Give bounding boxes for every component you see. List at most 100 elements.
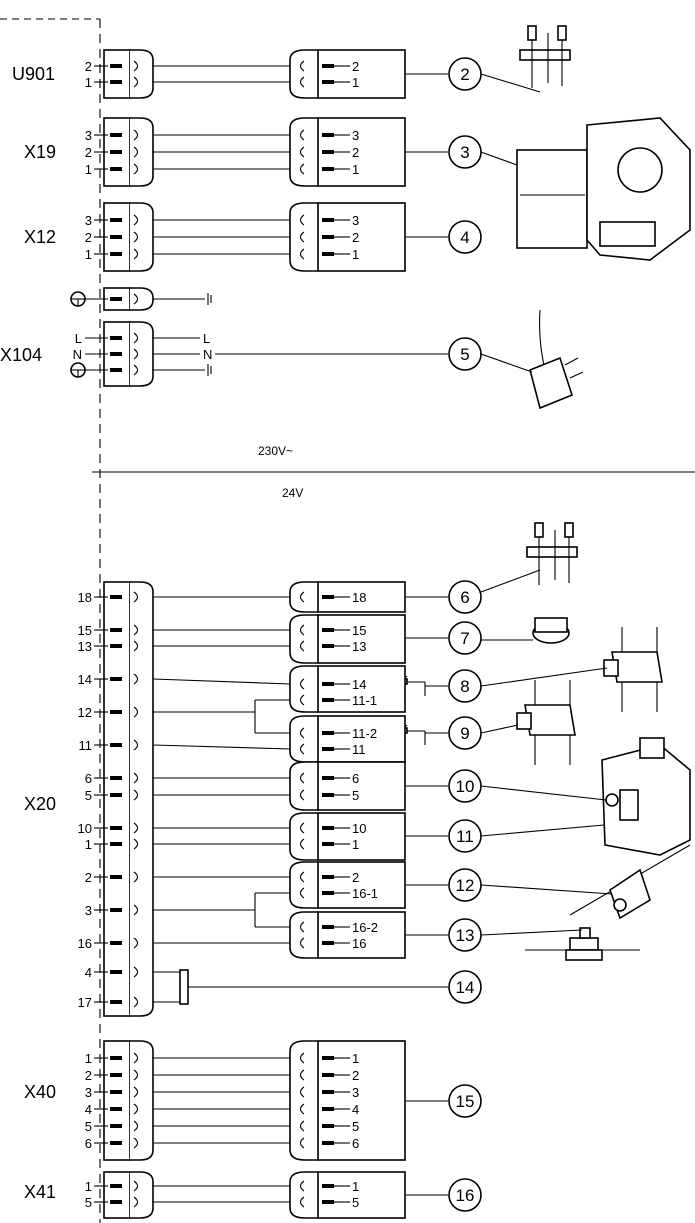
pin-label: 2 bbox=[85, 230, 92, 245]
plug-contact bbox=[322, 1056, 334, 1060]
pin-contact bbox=[110, 1141, 122, 1145]
plug-pin-label: 2 bbox=[352, 59, 359, 74]
plug-pin-label: 3 bbox=[352, 1085, 359, 1100]
pin-contact bbox=[110, 595, 122, 599]
plug-contact bbox=[322, 1090, 334, 1094]
connector-housing bbox=[130, 581, 154, 1017]
pin-socket bbox=[133, 348, 139, 360]
pin-socket bbox=[133, 624, 139, 636]
plug-pin bbox=[569, 371, 584, 379]
plug-housing bbox=[289, 117, 318, 187]
right-plugs: 213213211815131411-111-21165101216-116-2… bbox=[289, 49, 406, 1219]
pin-contact bbox=[110, 252, 122, 256]
plug-pin-label: 11 bbox=[352, 742, 366, 757]
pin-label: 3 bbox=[85, 128, 92, 143]
left-connectors: 21321321LN181513141211651012316417123456… bbox=[70, 49, 154, 1219]
callout-9: 9 bbox=[425, 716, 482, 750]
pin-label: 6 bbox=[85, 771, 92, 786]
pin-label: 4 bbox=[85, 965, 92, 980]
callout-number: 16 bbox=[456, 1186, 475, 1205]
plug-housing bbox=[289, 614, 318, 664]
pin-socket bbox=[133, 937, 139, 949]
pin-contact bbox=[110, 150, 122, 154]
pin-socket bbox=[133, 1137, 139, 1149]
callout-3: 3 bbox=[405, 135, 482, 169]
pin-label: 10 bbox=[78, 821, 92, 836]
plug-contact bbox=[322, 644, 334, 648]
sensor-clip bbox=[611, 651, 663, 683]
ignition-electrode-icon bbox=[519, 25, 571, 88]
plug-p4: 321 bbox=[289, 202, 406, 272]
pin-contact bbox=[110, 1124, 122, 1128]
plug-body bbox=[317, 812, 406, 861]
plug-housing bbox=[289, 715, 318, 763]
pin-label: 1 bbox=[85, 75, 92, 90]
plug-cable bbox=[539, 309, 546, 371]
plug-body bbox=[317, 49, 406, 99]
plug-p2: 21 bbox=[289, 49, 406, 99]
callout-number: 15 bbox=[456, 1092, 475, 1111]
icon-leader bbox=[480, 785, 607, 801]
plug-socket bbox=[299, 1103, 305, 1115]
plug-pin-label: 1 bbox=[352, 247, 359, 262]
pin-label: 1 bbox=[85, 837, 92, 852]
sensor-clip bbox=[524, 704, 576, 736]
plug-contact bbox=[322, 218, 334, 222]
callout-8: 8 bbox=[425, 669, 482, 703]
plug-pin-label: 15 bbox=[352, 623, 366, 638]
callout-2: 2 bbox=[405, 57, 482, 91]
plug-contact bbox=[322, 731, 334, 735]
plug-body bbox=[317, 761, 406, 811]
callout-number: 13 bbox=[456, 926, 475, 945]
plug-socket bbox=[299, 1052, 305, 1064]
icon-leader bbox=[480, 569, 541, 593]
plug-body bbox=[317, 1171, 406, 1219]
plug-socket bbox=[299, 743, 305, 755]
pin-socket bbox=[133, 248, 139, 260]
plug-p16: 15 bbox=[289, 1171, 406, 1219]
pin-contact bbox=[110, 941, 122, 945]
pin-contact bbox=[110, 64, 122, 68]
plug-socket bbox=[299, 772, 305, 784]
connector-housing bbox=[130, 287, 154, 311]
plug-housing bbox=[289, 581, 318, 613]
plug-socket bbox=[299, 231, 305, 243]
pin-contact bbox=[110, 743, 122, 747]
plug-contact bbox=[322, 167, 334, 171]
electrode-cap bbox=[527, 25, 537, 41]
pin-socket bbox=[133, 640, 139, 652]
plug-pin-label: 11-2 bbox=[352, 726, 377, 741]
plug-contact bbox=[322, 150, 334, 154]
plug-socket bbox=[299, 591, 305, 603]
plug-contact bbox=[322, 826, 334, 830]
plug-pin-label: 3 bbox=[352, 213, 359, 228]
callout-circle bbox=[448, 580, 482, 614]
plug-contact bbox=[322, 698, 334, 702]
plug-contact bbox=[322, 776, 334, 780]
pin-socket bbox=[133, 129, 139, 141]
pin-contact bbox=[110, 1000, 122, 1004]
electrode-bar bbox=[519, 49, 571, 61]
plug-contact bbox=[322, 941, 334, 945]
connector-body bbox=[103, 1040, 131, 1161]
plug-socket bbox=[299, 822, 305, 834]
connector-label-x40: X40 bbox=[24, 1082, 56, 1102]
pin-contact bbox=[110, 235, 122, 239]
plug-pin-label: 14 bbox=[352, 677, 366, 692]
pin-label: 4 bbox=[85, 1102, 92, 1117]
plug-socket bbox=[299, 146, 305, 158]
pin-contact bbox=[110, 80, 122, 84]
plug-contact bbox=[322, 891, 334, 895]
callout-number: 4 bbox=[460, 228, 469, 247]
pin-contact bbox=[110, 1090, 122, 1094]
callout-number: 2 bbox=[460, 65, 469, 84]
wires: LN bbox=[152, 65, 448, 1203]
plug-body bbox=[317, 861, 406, 909]
plug-socket bbox=[299, 76, 305, 88]
plug-p13: 16-216 bbox=[289, 911, 406, 959]
icon-leader bbox=[480, 73, 541, 93]
pin-socket bbox=[133, 146, 139, 158]
connector-label-u901: U901 bbox=[12, 64, 55, 84]
